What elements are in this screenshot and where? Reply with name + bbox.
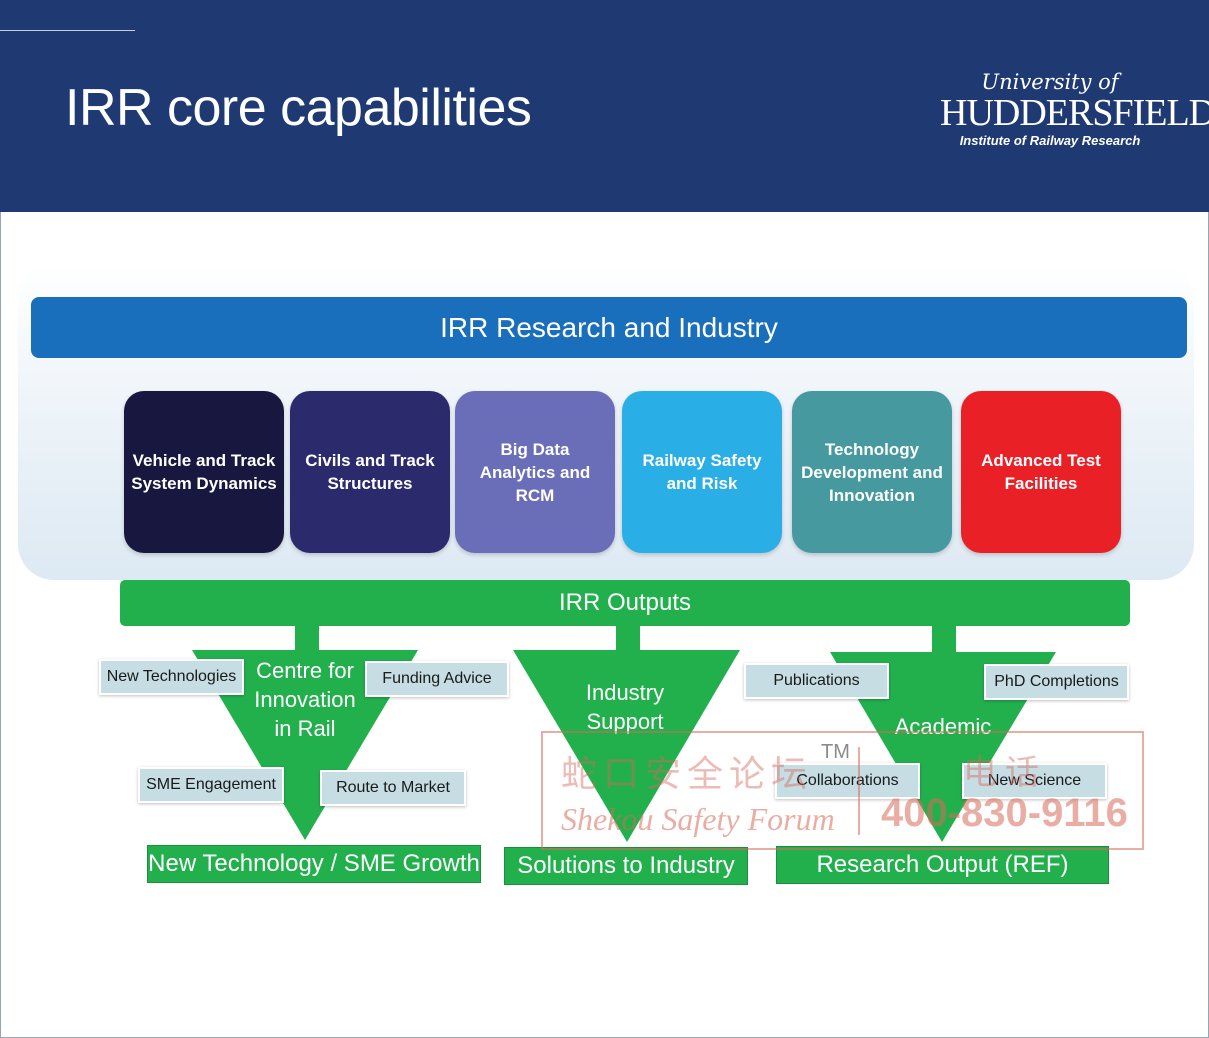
publications-tag: Publications xyxy=(744,663,889,699)
capability-civils-track-structures-label: Civils and Track Structures xyxy=(305,451,435,493)
watermark-phone-label: 电话 xyxy=(963,753,1047,793)
research-output-ref-box: Research Output (REF) xyxy=(776,846,1109,884)
watermark-tm: TM xyxy=(821,741,850,763)
academic-label: Academic xyxy=(894,714,992,739)
research-and-industry-bar: IRR Research and Industry xyxy=(31,297,1187,358)
centre-for-innovation-label: Centre for Innovation in Rail xyxy=(254,658,356,741)
phd-completions-tag: PhD Completions xyxy=(984,664,1129,700)
collaborations-tag: Collaborations xyxy=(775,763,920,799)
right-connector xyxy=(932,624,956,654)
header-rule xyxy=(0,30,135,31)
watermark-english-text: Shekou Safety Forum xyxy=(561,801,835,837)
new-technology-sme-growth-box: New Technology / SME Growth xyxy=(147,845,481,883)
left-funnel-triangle xyxy=(192,650,418,840)
capability-technology-development: Technology Development and Innovation xyxy=(792,391,952,553)
capability-technology-development-label: Technology Development and Innovation xyxy=(801,439,943,505)
capability-big-data-analytics-label: Big Data Analytics and RCM xyxy=(479,439,591,505)
middle-funnel-triangle xyxy=(513,650,740,842)
logo-line-university: University of xyxy=(981,70,1119,94)
capability-big-data-analytics: Big Data Analytics and RCM xyxy=(455,391,615,553)
capability-vehicle-track-dynamics: Vehicle and Track System Dynamics xyxy=(124,391,284,553)
logo-line-institute: Institute of Railway Research xyxy=(959,133,1141,148)
irr-outputs-bar: IRR Outputs xyxy=(120,580,1130,626)
capability-civils-track-structures: Civils and Track Structures xyxy=(290,391,450,553)
watermark-divider xyxy=(858,747,860,835)
route-to-market-tag: Route to Market xyxy=(320,770,466,806)
industry-support-label: Industry Support xyxy=(585,680,665,734)
capability-vehicle-track-dynamics-label: Vehicle and Track System Dynamics xyxy=(131,451,277,493)
solutions-to-industry-box: Solutions to Industry xyxy=(504,847,748,885)
capability-advanced-test-facilities: Advanced Test Facilities xyxy=(961,391,1121,553)
header-band: IRR core capabilities University of HUDD… xyxy=(0,0,1209,212)
left-connector xyxy=(295,624,319,654)
capability-railway-safety-risk-label: Railway Safety and Risk xyxy=(642,451,762,493)
new-technologies-tag: New Technologies xyxy=(99,659,244,695)
watermark-phone-number: 400-830-9116 xyxy=(881,791,1128,835)
watermark-chinese-text: 蛇口安全论坛 xyxy=(561,754,814,795)
capability-railway-safety-risk: Railway Safety and Risk xyxy=(622,391,782,553)
capability-advanced-test-facilities-label: Advanced Test Facilities xyxy=(981,451,1101,493)
slide-title: IRR core capabilities xyxy=(65,79,532,137)
new-science-tag: New Science xyxy=(962,763,1107,799)
shekou-safety-forum-watermark: 蛇口安全论坛 TM Shekou Safety Forum 电话 400-830… xyxy=(541,731,1144,850)
middle-connector xyxy=(616,624,640,654)
sme-engagement-tag: SME Engagement xyxy=(138,767,284,803)
funding-advice-tag: Funding Advice xyxy=(365,661,509,697)
